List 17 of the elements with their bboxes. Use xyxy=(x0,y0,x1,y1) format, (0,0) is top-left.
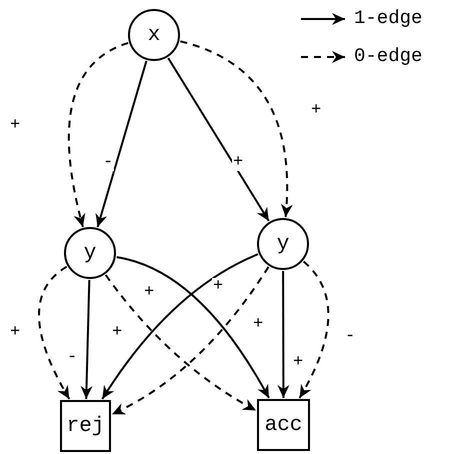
dashed-arrow xyxy=(112,266,270,416)
square-node: rej xyxy=(60,400,111,452)
square-node: acc xyxy=(257,399,310,451)
dashed-arrow xyxy=(180,40,292,218)
dashed-arrow xyxy=(104,274,256,412)
dashed-arrow xyxy=(298,260,330,398)
dashed-arrow xyxy=(68,42,129,228)
dashed-arrow xyxy=(38,266,70,400)
arrow xyxy=(277,271,290,398)
arrow xyxy=(101,253,258,400)
arrow xyxy=(167,57,270,222)
edge-label: + xyxy=(232,154,244,171)
arrow xyxy=(96,60,148,228)
arrow xyxy=(80,280,93,400)
legend-label: 1-edge xyxy=(354,9,422,28)
arrow xyxy=(116,256,270,398)
legend-label: 0-edge xyxy=(354,47,422,66)
